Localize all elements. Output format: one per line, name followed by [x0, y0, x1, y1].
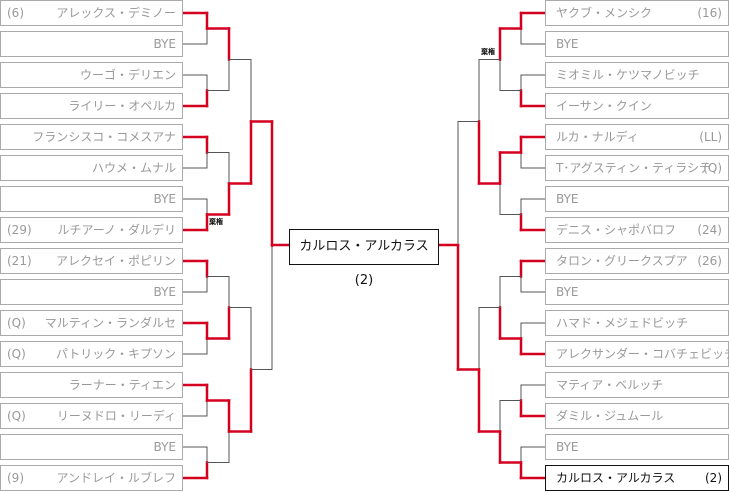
player-name: BYE	[556, 285, 579, 299]
player-seed: (24)	[697, 223, 722, 237]
player-name: ミオミル・ケツマノビッチ	[556, 68, 700, 82]
player-seed: (LL)	[699, 130, 722, 144]
player-name: ヤクブ・メンシク	[556, 6, 653, 20]
player-name: ラーナー・ティエン	[68, 378, 176, 392]
right-player-entry: (Q)T･アグスティン・ティラシテ	[545, 155, 729, 181]
left-player-entry: ラーナー・ティエン	[0, 372, 183, 398]
player-seed: (Q)	[7, 409, 26, 423]
left-player-entry: フランシスコ・コメスアナ	[0, 124, 183, 150]
player-name: BYE	[153, 440, 177, 454]
player-name: BYE	[556, 440, 579, 454]
player-name: ライリー・オペルカ	[68, 99, 176, 113]
right-player-entry: (2) カルロス・アルカラス	[545, 465, 729, 491]
left-player-entry: (29) ルチアーノ・ダルデリ	[0, 217, 183, 243]
player-name: ハマド・メジェドビッチ	[556, 316, 689, 330]
player-seed: (Q)	[7, 316, 26, 330]
player-seed: (2)	[705, 471, 722, 485]
player-name: ハウメ・ムナル	[91, 161, 176, 175]
player-name: BYE	[153, 37, 177, 51]
right-player-entry: (24) デニス・シャポバロフ	[545, 217, 729, 243]
champion-box: カルロス・アルカラス (2)	[289, 229, 439, 288]
left-player-entry: (Q) パトリック・キプソン	[0, 341, 183, 367]
right-player-entry: BYE	[545, 31, 729, 57]
player-name: BYE	[153, 285, 177, 299]
player-name: BYE	[556, 192, 579, 206]
right-player-entry: (LL) ルカ・ナルディ	[545, 124, 729, 150]
player-name: タロン・グリークスプア	[556, 254, 688, 268]
player-name: ルカ・ナルディ	[556, 130, 639, 144]
player-name: BYE	[556, 37, 579, 51]
right-player-entry: ミオミル・ケツマノビッチ	[545, 62, 729, 88]
player-seed: (Q)	[7, 347, 26, 361]
player-name: アンドレイ・ルブレフ	[56, 471, 176, 485]
player-seed: (9)	[7, 471, 24, 485]
player-name: アレックス・デミノー	[56, 6, 176, 20]
player-name: ルチアーノ・ダルデリ	[57, 223, 176, 237]
player-seed: (21)	[7, 254, 32, 268]
left-player-entry: ウーゴ・デリエン	[0, 62, 183, 88]
player-seed: (29)	[7, 223, 32, 237]
player-name: カルロス・アルカラス	[556, 471, 676, 485]
right-player-entry: ダミル・ジュムール	[545, 403, 729, 429]
player-name: フランシスコ・コメスアナ	[32, 130, 176, 144]
right-player-entry: ハマド・メジェドビッチ	[545, 310, 729, 336]
right-player-entry: BYE	[545, 186, 729, 212]
left-player-entry: BYE	[0, 186, 183, 212]
right-player-entry: マティア・ベルッチ	[545, 372, 729, 398]
right-player-entry: イーサン・クイン	[545, 93, 729, 119]
left-player-entry: (9) アンドレイ・ルブレフ	[0, 465, 183, 491]
left-player-entry: BYE	[0, 434, 183, 460]
player-name: パトリック・キプソン	[55, 347, 176, 361]
player-name: ウーゴ・デリエン	[79, 68, 176, 82]
left-player-entry: (21) アレクセイ・ポピリン	[0, 248, 183, 274]
right-player-entry: (16) ヤクブ・メンシク	[545, 0, 729, 26]
player-name: デニス・シャポバロフ	[556, 223, 677, 237]
left-player-entry: ライリー・オペルカ	[0, 93, 183, 119]
left-player-entry: (6) アレックス・デミノー	[0, 0, 183, 26]
walkover-label-left: 棄権	[209, 218, 223, 226]
player-name: アレクサンダー・コバチェビッチ	[556, 347, 729, 361]
player-seed: (Q)	[703, 161, 722, 175]
walkover-label-right: 棄権	[481, 48, 495, 56]
player-name: T･アグスティン・ティラシテ	[556, 161, 712, 175]
player-name: アレクセイ・ポピリン	[55, 254, 176, 268]
right-player-entry: アレクサンダー・コバチェビッチ	[545, 341, 729, 367]
left-player-entry: (Q) リーヌドロ・リーディ	[0, 403, 183, 429]
player-name: リーヌドロ・リーディ	[56, 409, 176, 423]
left-player-entry: ハウメ・ムナル	[0, 155, 183, 181]
right-player-entry: BYE	[545, 434, 729, 460]
left-player-entry: BYE	[0, 31, 183, 57]
player-name: マティア・ベルッチ	[556, 378, 664, 392]
player-seed: (16)	[697, 6, 722, 20]
player-name: マルティン・ランダルセ	[44, 316, 176, 330]
player-seed: (26)	[697, 254, 722, 268]
player-seed: (6)	[7, 6, 24, 20]
player-name: イーサン・クイン	[556, 99, 652, 113]
right-player-entry: (26) タロン・グリークスプア	[545, 248, 729, 274]
right-player-entry: BYE	[545, 279, 729, 305]
player-name: ダミル・ジュムール	[556, 409, 664, 423]
left-player-entry: (Q) マルティン・ランダルセ	[0, 310, 183, 336]
player-name: BYE	[153, 192, 177, 206]
left-player-entry: BYE	[0, 279, 183, 305]
